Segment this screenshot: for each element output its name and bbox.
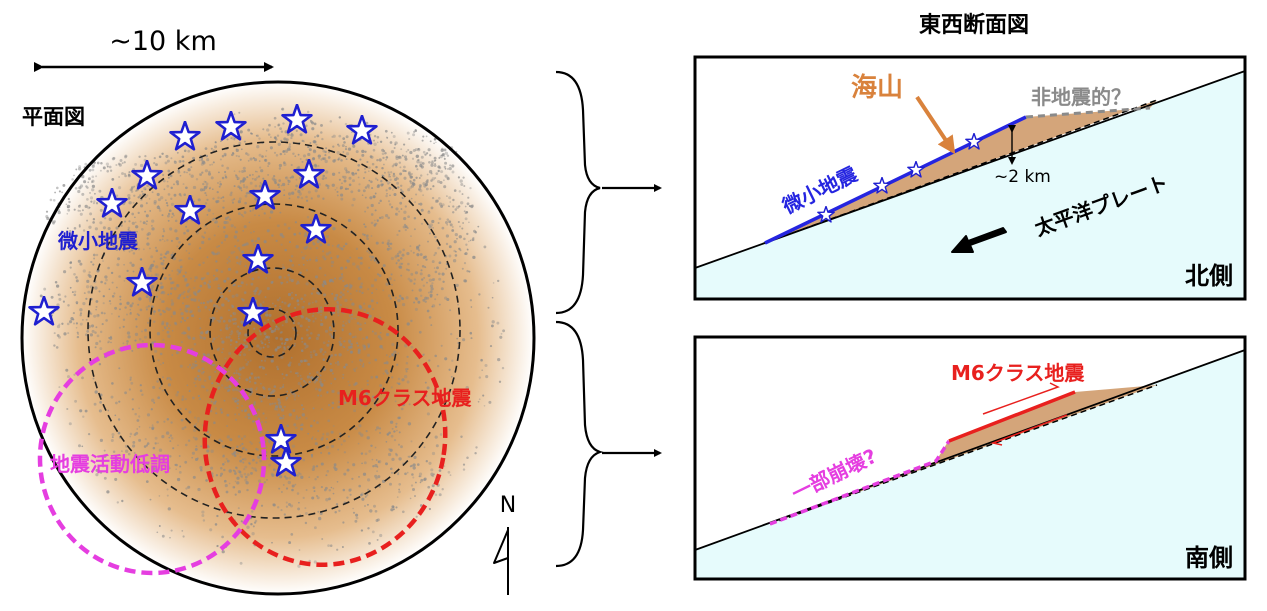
south-collapse-line [769, 440, 951, 526]
slip-arrow-upper [982, 382, 1060, 415]
contour-4 [247, 308, 297, 358]
m6-label: M6クラス地震 [338, 386, 472, 410]
microquake-label: 微小地震 [57, 229, 139, 253]
seamount-label: 海山 [851, 73, 903, 103]
brace-upper [555, 70, 601, 315]
seamount-pointer [915, 95, 956, 155]
scale-label: ~10 km [109, 26, 217, 57]
low-activity-label: 地震活動低調 [50, 452, 170, 476]
north-ocean-plate [695, 71, 1245, 299]
non-seismic-label: 非地震的？ [1031, 85, 1131, 109]
seamount-outline [20, 80, 536, 596]
north-label: N [500, 493, 516, 518]
contour-2 [149, 203, 399, 457]
plate-motion-arrow [951, 227, 1007, 253]
south-dashed-base [769, 384, 1158, 525]
slip-arrow-lower [990, 414, 1068, 446]
north-arrow-head [493, 529, 509, 564]
south-side-label: 南側 [1185, 544, 1233, 572]
north-section-frame [693, 55, 1247, 301]
north-nonseismic-line [1025, 106, 1151, 119]
low-activity-area [37, 342, 267, 576]
south-section: M6クラス地震 一部崩壊? 南側 [693, 335, 1247, 581]
north-side-label: 北側 [1185, 262, 1233, 290]
contour-3 [209, 267, 335, 397]
thickness-label: ~2 km [994, 167, 1051, 187]
south-m6-line [948, 390, 1076, 443]
m6-rupture-area [202, 306, 448, 568]
south-m6-label: M6クラス地震 [951, 361, 1085, 385]
south-section-frame [693, 335, 1247, 581]
south-ocean-plate [695, 350, 1245, 579]
plan-view: ~10 km 平面図 微小地震 M6クラス地震 地震活動低調 N [20, 26, 536, 596]
contour-lines [87, 141, 461, 519]
plan-view-title: 平面図 [22, 105, 85, 129]
north-micro-line [764, 115, 1027, 245]
brace-lower [555, 320, 604, 568]
cross-section-title: 東西断面図 [919, 12, 1029, 38]
north-arrow: N [493, 493, 516, 595]
south-plate-surface [694, 349, 1246, 551]
north-section: ~2 km 海山 非地震的？ 微小地震 太平洋プレート 北側 [693, 55, 1247, 301]
contour-1 [87, 141, 461, 519]
connectors [555, 70, 662, 568]
